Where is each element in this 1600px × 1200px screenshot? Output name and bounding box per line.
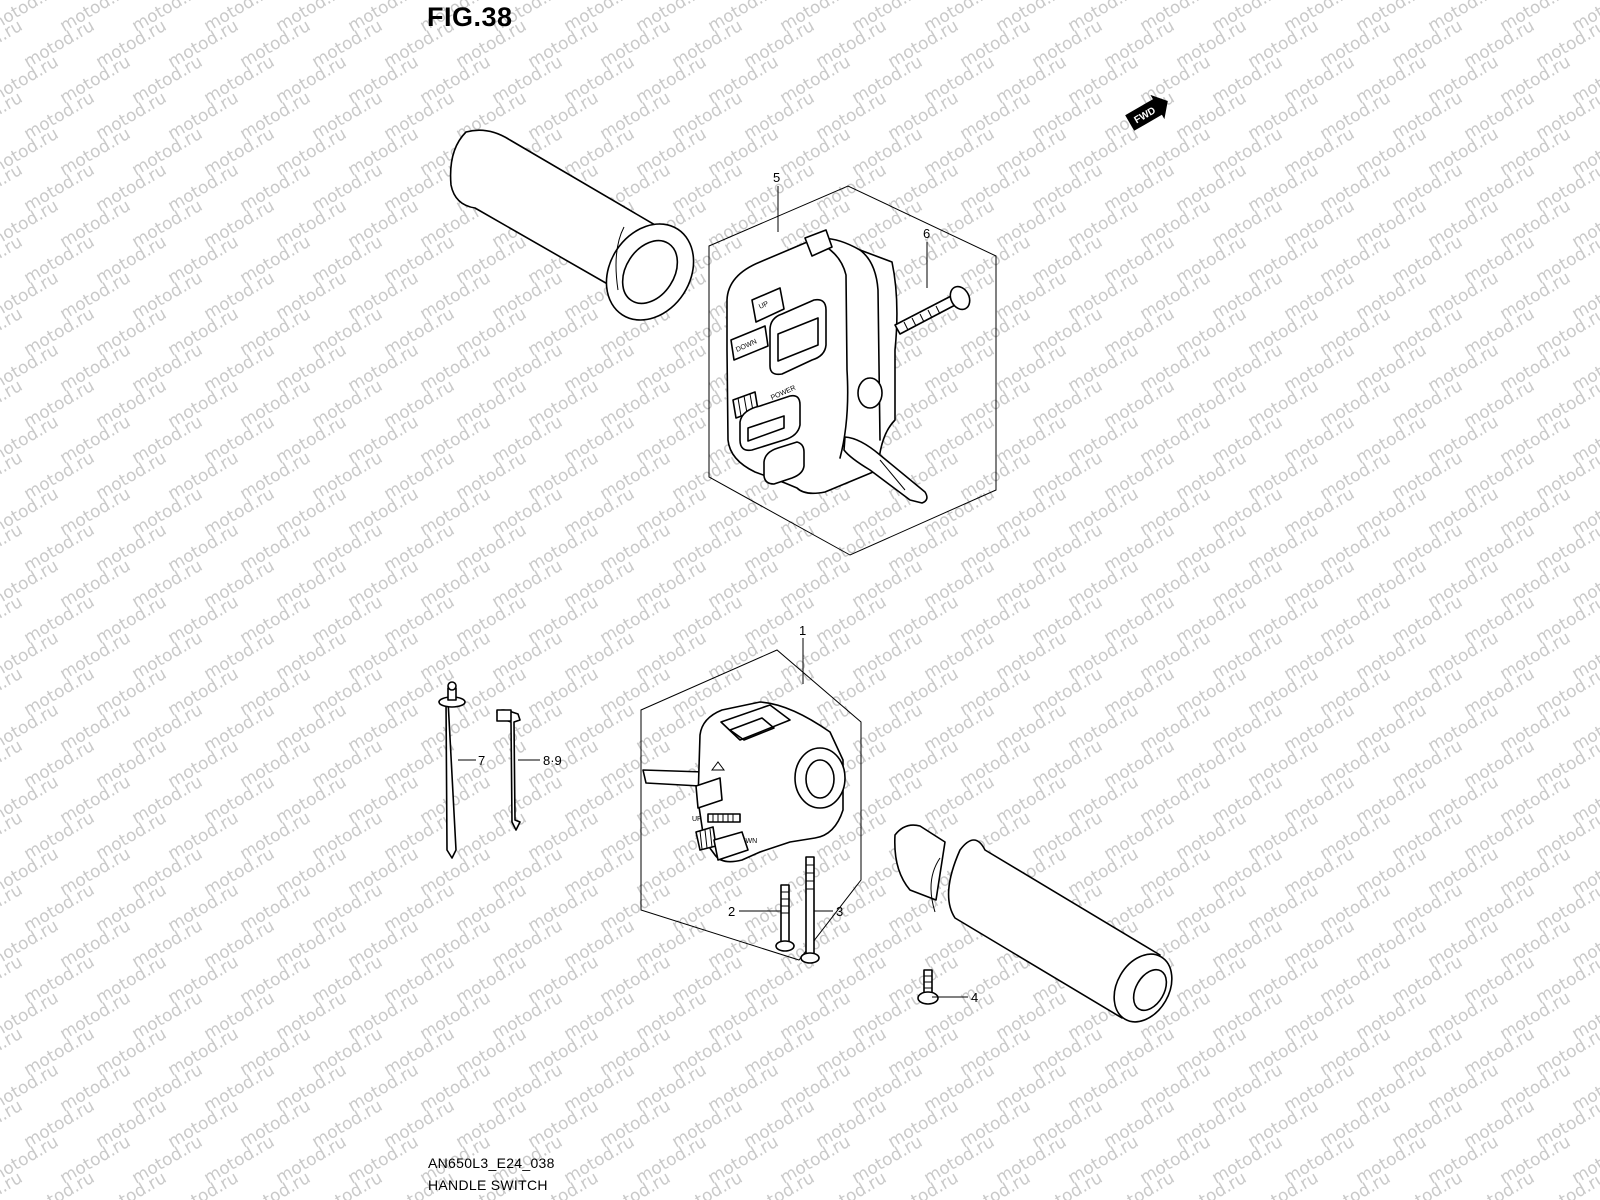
- diagram-name: HANDLE SWITCH: [428, 1177, 548, 1193]
- right-down-marking: DOWN: [735, 838, 757, 845]
- callout-4: 4: [971, 990, 978, 1005]
- left-handlebar-grip: [449, 129, 695, 321]
- screw-part-4: [917, 969, 939, 1005]
- screw-part-6: [894, 285, 971, 335]
- part-1-group-frame: [640, 649, 862, 961]
- right-throttle-grip: [893, 824, 1173, 1023]
- callout-2: 2: [728, 904, 735, 919]
- figure-title: FIG.38: [427, 2, 513, 32]
- callout-leader-lines: [458, 186, 968, 998]
- clamp-part-8-9: [496, 709, 521, 831]
- callout-3: 3: [836, 904, 843, 919]
- left-up-marking: UP: [758, 300, 770, 310]
- right-up-marking: UP: [692, 816, 702, 823]
- left-handle-switch-assembly: UP DOWN POWER: [708, 185, 997, 556]
- callout-5: 5: [773, 170, 780, 185]
- callout-7: 7: [478, 753, 485, 768]
- diagram-code: AN650L3_E24_038: [428, 1155, 555, 1171]
- callout-6: 6: [923, 226, 930, 241]
- callout-8-9: 8·9: [543, 753, 562, 768]
- forward-arrow-icon: FWD: [1125, 94, 1168, 131]
- cable-tie-part-7: [438, 681, 466, 859]
- screw-part-3: [800, 856, 820, 964]
- screw-part-2: [775, 884, 795, 952]
- part-5-group-frame: [708, 185, 997, 556]
- callout-1: 1: [799, 623, 806, 638]
- right-handle-switch-assembly: UP DOWN: [640, 649, 862, 961]
